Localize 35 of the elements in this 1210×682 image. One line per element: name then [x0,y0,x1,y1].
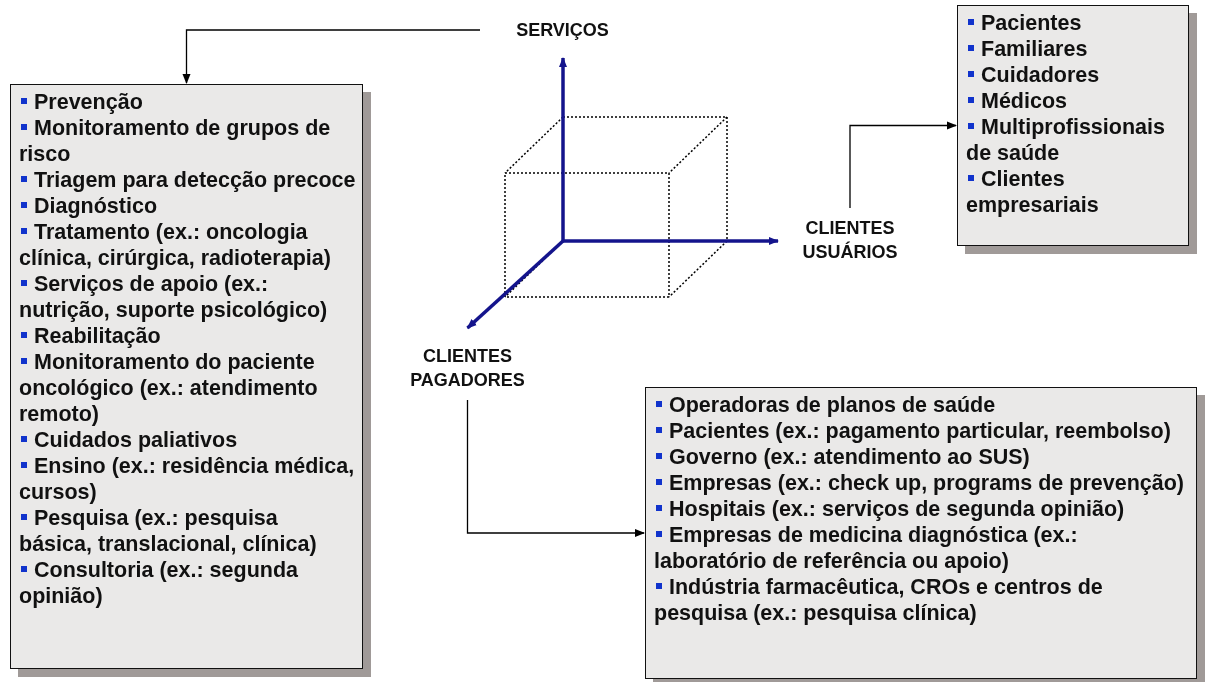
list-item: Prevenção [19,89,356,115]
connector-arrow [182,29,481,84]
list-item: Ensino (ex.: residência médica, cursos) [19,453,356,505]
list-item: Cuidados paliativos [19,427,356,453]
list-item: Pesquisa (ex.: pesquisa básica, translacional, clínica) [19,505,356,557]
list-item: Consultoria (ex.: segunda opinião) [19,557,356,609]
axis-label: CLIENTES USUÁRIOS [780,216,920,264]
axis-arrow [559,57,567,241]
list-item: Médicos [966,88,1182,114]
list-item: Governo (ex.: atendimento ao SUS) [654,444,1190,470]
list-item: Clientes empresariais [966,166,1182,218]
connector-arrow [849,121,957,209]
list-item: Monitoramento do paciente oncológico (ex.: atendimento remoto) [19,349,356,427]
axis-arrow [466,239,565,330]
list-item: Multiprofissionais de saúde [966,114,1182,166]
list-item: Hospitais (ex.: serviços de segunda opinião) [654,496,1190,522]
list-item: Triagem para detecção precoce [19,167,356,193]
axis-label: CLIENTES PAGADORES [395,344,540,392]
list-item: Pacientes [966,10,1182,36]
list-item: Familiares [966,36,1182,62]
axis-arrow [563,237,779,245]
list-item: Empresas (ex.: check up, programs de prevenção) [654,470,1190,496]
list-item: Monitoramento de grupos de risco [19,115,356,167]
list-item: Cuidadores [966,62,1182,88]
list-item: Diagnóstico [19,193,356,219]
list-item: Reabilitação [19,323,356,349]
connector-arrow [466,399,645,537]
list-item: Operadoras de planos de saúde [654,392,1190,418]
list-item: Indústria farmacêutica, CROs e centros de pesquisa (ex.: pesquisa clínica) [654,574,1190,626]
list-item: Empresas de medicina diagnóstica (ex.: laboratório de referência ou apoio) [654,522,1190,574]
list-item: Serviços de apoio (ex.: nutrição, suporte psicológico) [19,271,356,323]
cube-drawing [504,116,728,298]
list-item: Pacientes (ex.: pagamento particular, reembolso) [654,418,1190,444]
list-item: Tratamento (ex.: oncologia clínica, cirúrgica, radioterapia) [19,219,356,271]
axis-label: SERVIÇOS [490,18,635,42]
